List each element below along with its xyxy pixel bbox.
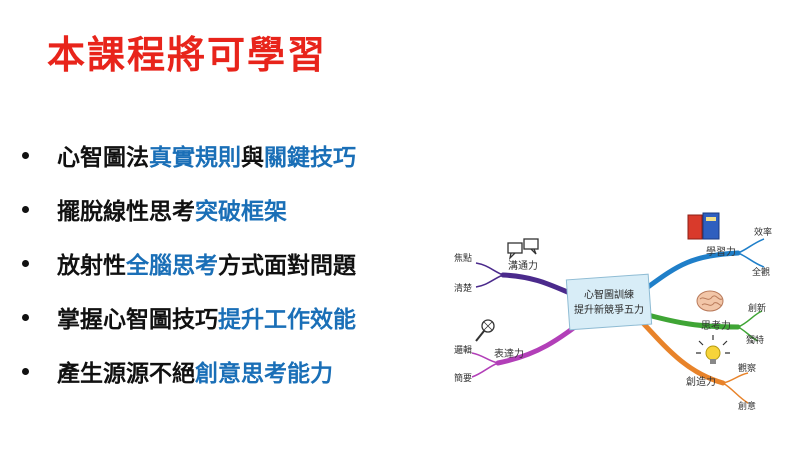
branch-creativity: 創造力 觀察 創意: [640, 320, 756, 412]
bullet-item: 掌握心智圖技巧提升工作效能: [22, 290, 356, 344]
sub-branch-label: 焦點: [454, 252, 472, 264]
branch-line: [645, 312, 741, 330]
bullet-dot-icon: [22, 367, 29, 375]
sub-branch-line: [737, 310, 763, 328]
sub-branch-line: [722, 372, 749, 384]
bullet-item: 放射性全腦思考方式面對問題: [22, 236, 356, 290]
branch-expression: 表達力 邏輯 簡要: [454, 314, 591, 384]
lightbulb-icon: [696, 335, 730, 364]
sub-branch-line: [737, 238, 765, 254]
sub-branch-label: 簡要: [454, 372, 472, 384]
sub-branch-label: 邏輯: [454, 344, 472, 356]
bullet-dot-icon: [22, 151, 29, 159]
sub-branch-label: 效率: [754, 226, 772, 238]
microphone-icon: [475, 319, 495, 342]
branch-label: 創造力: [686, 375, 716, 388]
branch-line: [645, 250, 741, 290]
mindmap-center-node: 心智圖訓練 提升新競爭五力: [565, 273, 653, 331]
bullet-text: 擺脫線性思考突破框架: [57, 199, 287, 225]
slide-title: 本課程將可學習: [47, 33, 328, 77]
bullet-list: 心智圖法真實規則與關鍵技巧 擺脫線性思考突破框架 放射性全腦思考方式面對問題 掌…: [22, 128, 356, 398]
branch-line: [640, 320, 726, 386]
sub-branch-line: [471, 352, 499, 364]
sub-branch-line: [475, 262, 504, 276]
branch-label: 學習力: [706, 245, 736, 258]
bullet-text: 心智圖法真實規則與關鍵技巧: [57, 145, 356, 171]
center-label-line2: 提升新競爭五力: [574, 303, 644, 316]
branch-thinking: 思考力 創新 獨特: [645, 290, 766, 346]
bullet-text: 掌握心智圖技巧提升工作效能: [57, 307, 356, 333]
sub-branch-label: 清楚: [454, 282, 472, 294]
sub-branch-line: [737, 252, 765, 268]
bullet-dot-icon: [22, 313, 29, 321]
bullet-item: 產生源源不絕創意思考能力: [22, 344, 356, 398]
bullet-dot-icon: [22, 205, 29, 213]
center-label-line1: 心智圖訓練: [584, 288, 634, 301]
brain-icon: [696, 290, 724, 312]
mindmap-illustration: 溝通力 焦點 清楚 表達力 邏輯 簡要: [448, 205, 793, 430]
sub-branch-line: [722, 382, 749, 404]
sub-branch-label: 全觀: [752, 266, 770, 278]
bullet-item: 心智圖法真實規則與關鍵技巧: [22, 128, 356, 182]
branch-label: 思考力: [701, 319, 731, 332]
speech-bubbles-icon: [507, 238, 539, 260]
bullet-text: 產生源源不絕創意思考能力: [57, 361, 333, 387]
branch-label: 溝通力: [508, 259, 538, 272]
branch-learning: 學習力 效率 全觀: [645, 212, 772, 290]
sub-branch-label: 觀察: [738, 362, 756, 374]
mindmap-svg: 溝通力 焦點 清楚 表達力 邏輯 簡要: [454, 212, 772, 412]
sub-branch-label: 獨特: [746, 334, 764, 346]
bullet-item: 擺脫線性思考突破框架: [22, 182, 356, 236]
bullet-dot-icon: [22, 259, 29, 267]
books-icon: [687, 212, 720, 240]
sub-branch-line: [471, 362, 499, 378]
sub-branch-label: 創意: [738, 400, 756, 412]
sub-branch-line: [737, 326, 759, 342]
branch-communication: 溝通力 焦點 清楚: [454, 238, 591, 303]
bullet-text: 放射性全腦思考方式面對問題: [57, 253, 356, 279]
branch-label: 表達力: [494, 347, 524, 360]
sub-branch-label: 創新: [748, 302, 766, 314]
sub-branch-line: [475, 274, 504, 288]
